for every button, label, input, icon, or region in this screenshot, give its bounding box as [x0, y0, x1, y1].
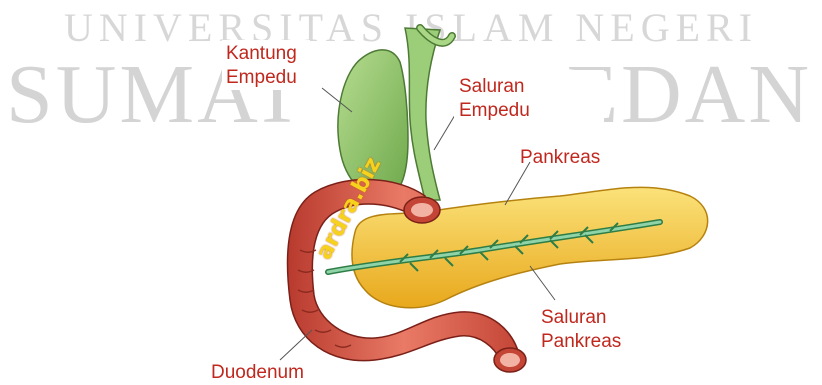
- label-duodenum: Duodenum: [211, 361, 304, 385]
- leader-saluran-pankreas: [530, 266, 555, 300]
- label-kantung-empedu: Kantung Empedu: [226, 42, 297, 90]
- label-saluran-pankreas: Saluran Pankreas: [541, 306, 621, 354]
- label-pankreas: Pankreas: [520, 146, 600, 170]
- duodenum-lower-opening-inner: [500, 353, 520, 367]
- bile-duct: [405, 28, 440, 200]
- duodenum-upper-opening-inner: [411, 203, 433, 217]
- label-saluran-empedu: Saluran Empedu: [459, 75, 530, 123]
- leader-duodenum: [280, 330, 312, 360]
